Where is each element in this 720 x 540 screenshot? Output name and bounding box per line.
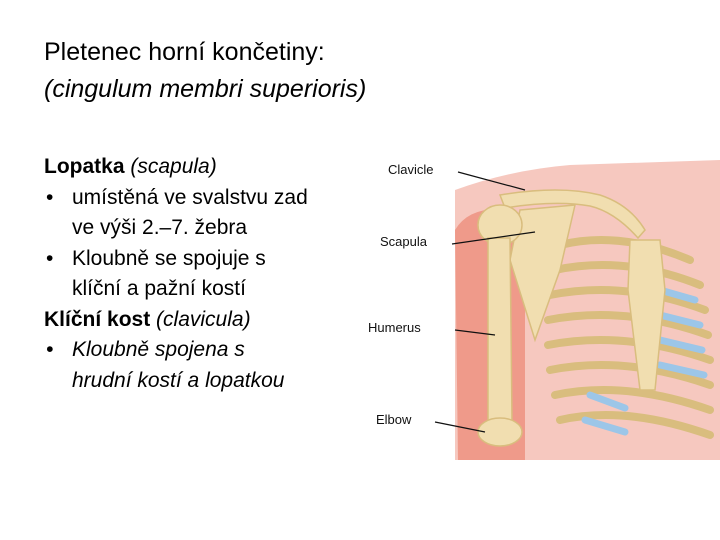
leader-lines — [434, 171, 536, 433]
scapula-bone — [509, 204, 576, 343]
label-scapula: Scapula — [380, 234, 427, 249]
scapula-heading-latin: (scapula) — [130, 155, 217, 178]
label-clavicle: Clavicle — [388, 162, 434, 177]
label-humerus: Humerus — [368, 320, 421, 335]
shoulder-girdle-illustration: Clavicle Scapula Humerus Elbow — [360, 150, 720, 460]
bullet-text: klíční a pažní kostí — [72, 277, 246, 300]
clavicle-heading: Klíční kost (clavicula) — [44, 305, 394, 336]
bullet-text: ve výši 2.–7. žebra — [72, 216, 248, 239]
bullet-text: Kloubně spojena s — [72, 338, 245, 361]
bullet-text: umístěná ve svalstvu zad — [72, 185, 308, 209]
scapula-heading: Lopatka (scapula) — [44, 152, 394, 183]
elbow-joint — [477, 417, 523, 447]
scapula-bullet-1: • umístěná ve svalstvu zad — [44, 183, 394, 214]
bullet-marker: • — [46, 338, 54, 361]
bullet-text: hrudní kostí a lopatkou — [72, 368, 285, 392]
bullet-text: Kloubně se spojuje s — [72, 246, 266, 270]
label-elbow: Elbow — [376, 412, 412, 427]
scapula-bullet-2-cont: klíční a pažní kostí — [44, 274, 394, 305]
anatomy-drawing — [434, 160, 720, 460]
rib-cartilage — [581, 286, 708, 436]
clavicle-bone — [498, 189, 646, 240]
title-subtitle: (cingulum membri superioris) — [44, 75, 367, 103]
bullet-marker: • — [46, 185, 54, 209]
slide-content: Lopatka (scapula) • umístěná ve svalstvu… — [44, 152, 394, 396]
slide-title: Pletenec horní končetiny: (cingulum memb… — [44, 34, 366, 108]
clavicle-bullet-1: • Kloubně spojena s — [44, 335, 394, 366]
clavicle-heading-latin: (clavicula) — [156, 307, 251, 331]
clavicle-bullet-1-cont: hrudní kostí a lopatkou — [44, 366, 394, 397]
ribcage — [544, 236, 714, 439]
scapula-bullet-2: • Kloubně se spojuje s — [44, 244, 394, 275]
sternum — [627, 239, 666, 391]
bullet-marker: • — [46, 246, 54, 270]
scapula-heading-term: Lopatka — [44, 155, 125, 178]
clavicle-heading-term: Klíční kost — [44, 307, 151, 331]
scapula-bullet-1-cont: ve výši 2.–7. žebra — [44, 213, 394, 244]
title-main: Pletenec horní končetiny: — [44, 38, 325, 66]
humerus-shaft — [487, 237, 513, 421]
